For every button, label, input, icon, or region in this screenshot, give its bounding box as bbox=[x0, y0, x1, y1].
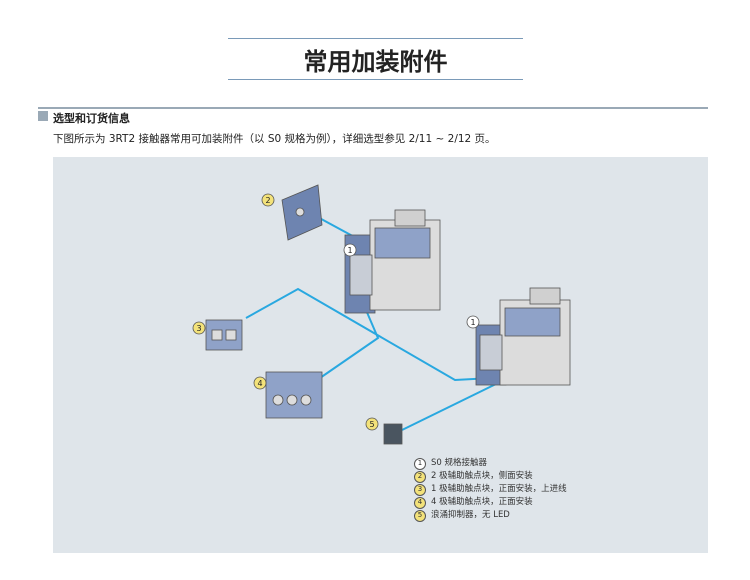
section-divider bbox=[38, 107, 708, 109]
title-rule-top bbox=[228, 38, 523, 39]
svg-text:4: 4 bbox=[257, 379, 262, 388]
aux-block-2 bbox=[281, 184, 323, 241]
svg-text:2: 2 bbox=[265, 196, 270, 205]
callout-2 bbox=[261, 193, 275, 207]
callout-5 bbox=[365, 417, 379, 431]
svg-text:5: 5 bbox=[369, 420, 374, 429]
surge-suppressor-5 bbox=[383, 423, 403, 445]
line-5 bbox=[401, 383, 497, 431]
callout-4 bbox=[253, 376, 267, 390]
callout-3 bbox=[192, 321, 206, 335]
section-title: 选型和订货信息 bbox=[53, 112, 130, 125]
callouts: 1 1 2 3 4 5 bbox=[192, 193, 480, 431]
svg-text:1: 1 bbox=[470, 318, 475, 327]
aux-block-3 bbox=[205, 319, 243, 351]
contactor-1 bbox=[344, 209, 441, 314]
aux-block-4 bbox=[265, 371, 323, 419]
title-rule-bottom bbox=[228, 79, 523, 80]
callout-1a bbox=[343, 243, 357, 257]
intro-text: 下图所示为 3RT2 接触器常用可加装附件（以 S0 规格为例），详细选型参见 … bbox=[53, 133, 496, 145]
callout-1b bbox=[466, 315, 480, 329]
svg-text:1: 1 bbox=[347, 246, 352, 255]
section-marker bbox=[38, 111, 48, 121]
contactor-2 bbox=[475, 287, 571, 386]
page-title: 常用加装附件 bbox=[303, 48, 448, 76]
svg-text:3: 3 bbox=[196, 324, 201, 333]
